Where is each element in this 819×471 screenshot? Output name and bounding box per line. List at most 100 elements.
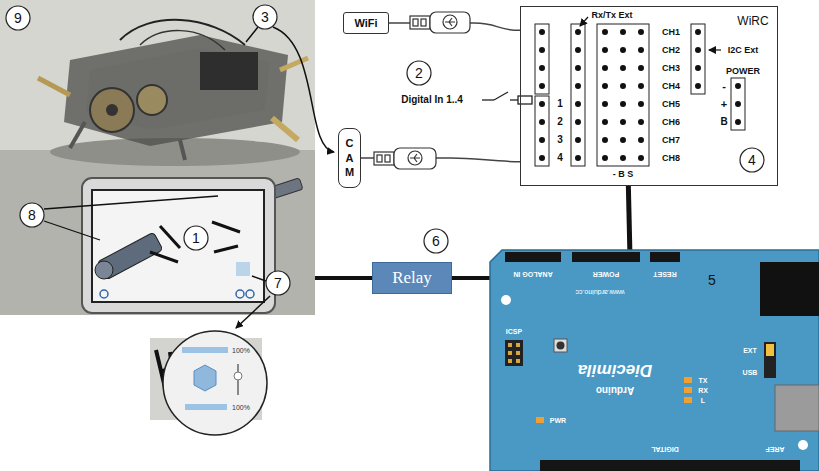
board-print: PWR: [550, 417, 566, 424]
pin-headers: [695, 32, 701, 87]
callout-number: 5: [708, 273, 716, 287]
inset-zoom: [194, 365, 216, 391]
usb-plug: [410, 16, 430, 29]
pin-label: -: [722, 81, 726, 92]
pin-label: - B S: [613, 170, 634, 179]
arduino-board-art: [505, 252, 561, 262]
callout-number: 2: [415, 66, 423, 80]
inset-zoom: [234, 372, 242, 380]
pin-label: 2: [557, 117, 563, 127]
usb-plug: [410, 154, 420, 162]
node-text: Arduino: [596, 385, 634, 396]
robot-photo: [82, 178, 275, 313]
port-label: POWER: [726, 67, 760, 76]
channel-label: CH3: [662, 64, 680, 73]
arduino-board-art: [490, 250, 819, 471]
slider-value: 100%: [232, 404, 250, 411]
leader-lines: [44, 27, 334, 240]
leader-lines: [44, 221, 100, 240]
pin-headers: [535, 17, 745, 166]
board-print: DIGITAL: [651, 446, 678, 453]
robot-photo: [100, 290, 108, 298]
robot-photo: [212, 222, 240, 232]
pin-headers: [709, 49, 721, 50]
node-text: WiRC: [737, 14, 768, 28]
input-label: Digital In 1..4: [401, 95, 463, 105]
callout-number: 1: [192, 231, 200, 245]
pin-label: 4: [557, 153, 563, 163]
callout-circles: [407, 61, 431, 85]
robot-photo: [70, 122, 85, 148]
wifi-module: WiFi: [343, 12, 389, 34]
board-print: RX: [698, 387, 708, 394]
robot-photo: [120, 20, 245, 45]
usb-plug: [374, 148, 436, 169]
pin-headers: [620, 32, 626, 159]
pin-headers: [580, 17, 588, 26]
port-label: Rx/Tx Ext: [591, 11, 632, 20]
callout-number: 6: [432, 234, 440, 248]
callout-number: 4: [748, 153, 756, 167]
inset-zoom: [163, 331, 267, 435]
switch-symbol: [494, 92, 508, 100]
switch-symbol: [482, 99, 494, 100]
arduino-board-art: [775, 385, 819, 431]
board-print: ANALOG IN: [513, 271, 552, 278]
robot-photo: [106, 104, 118, 116]
channel-label: CH8: [662, 154, 680, 163]
channel-label: CH6: [662, 118, 680, 127]
switch-symbol: [482, 92, 532, 104]
inset-zoom: [150, 276, 270, 435]
pin-headers: [542, 32, 738, 159]
robot-photo: [0, 150, 315, 315]
robot-photo: [38, 78, 70, 95]
pin-headers: [539, 104, 545, 159]
board-print: EXT: [743, 347, 757, 354]
channel-label: CH1: [662, 28, 680, 37]
pin-headers: [735, 86, 741, 123]
arduino-board-art: [505, 340, 523, 366]
pin-headers: [602, 32, 608, 159]
arduino-board-art: [684, 397, 692, 403]
arduino-board-art: [516, 359, 520, 363]
channel-label: CH2: [662, 46, 680, 55]
robot-photo: [92, 190, 264, 302]
pin-headers: [575, 32, 581, 159]
inset-zoom: [252, 276, 266, 281]
usb-plug: [408, 151, 422, 165]
inset-zoom: [185, 404, 227, 410]
slider-value: 100%: [232, 347, 250, 354]
robot-photo: [64, 35, 288, 146]
node-text: Relay: [392, 268, 432, 288]
usb-plug: [421, 19, 426, 26]
pin-headers: [731, 78, 745, 130]
node-text: Diecimila: [578, 360, 653, 380]
inset-zoom: [182, 347, 228, 353]
arduino-board-art: [508, 359, 512, 363]
robot-photo: [214, 246, 238, 252]
arduino-board-art: [490, 250, 819, 471]
arduino-board-art: [764, 342, 776, 378]
robot-photo: [0, 0, 315, 150]
relay-box: Relay: [372, 262, 452, 294]
pin-headers: [539, 32, 545, 87]
callout-number: 8: [28, 208, 36, 222]
arduino-board-art: [766, 344, 774, 356]
cable-connector: [452, 276, 490, 280]
arduino-board-art: [554, 339, 567, 352]
board-print: AREF: [765, 446, 784, 453]
arduino-board-art: [501, 295, 511, 305]
port-label: I2C Ext: [728, 46, 759, 55]
robot-photo: [0, 0, 315, 315]
robot-photo: [160, 226, 180, 248]
leader-lines: [246, 27, 258, 42]
pin-label: 1: [557, 99, 563, 109]
robot-photo: [236, 262, 250, 276]
callout-circles: [266, 271, 290, 295]
usb-plug: [410, 12, 470, 33]
node-text: WiFi: [354, 17, 377, 29]
usb-plug: [430, 12, 470, 33]
inset-zoom: [236, 296, 270, 328]
pin-label: B: [720, 117, 727, 127]
